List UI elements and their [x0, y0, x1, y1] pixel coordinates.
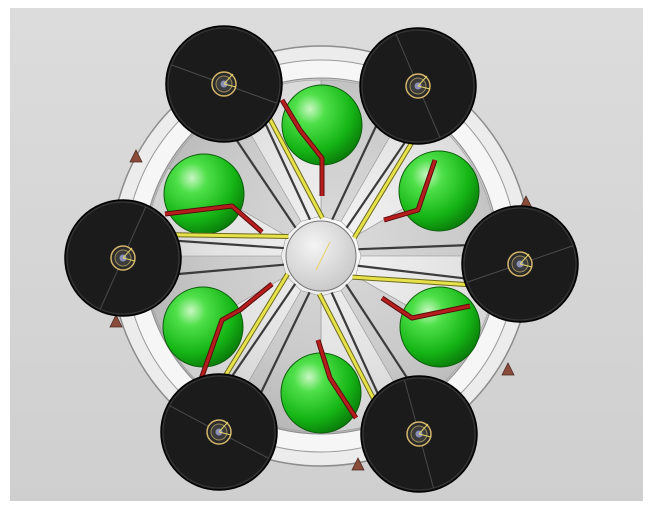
yellow-strut — [352, 275, 478, 287]
support-strut — [345, 134, 411, 229]
axis-marker — [519, 253, 530, 265]
propellant-tanks — [162, 84, 481, 434]
support-strut — [345, 283, 413, 386]
thruster-nozzle-rim — [361, 29, 475, 143]
support-strut — [358, 243, 474, 251]
yellow-strut — [263, 108, 324, 219]
thruster-nozzle-rim — [162, 375, 276, 489]
yellow-strut — [317, 293, 380, 409]
axis-marker — [218, 421, 229, 433]
yellow-strut — [218, 273, 289, 385]
thruster — [359, 27, 477, 145]
axis-marker — [417, 85, 431, 90]
propellant-tank — [162, 286, 244, 368]
feed-line — [198, 282, 273, 383]
support-strut — [256, 291, 311, 401]
mounting-bracket — [501, 362, 515, 376]
support-strut — [357, 264, 473, 281]
feed-line — [381, 296, 471, 320]
propellant-tank — [281, 84, 363, 166]
yellow-strut — [164, 233, 289, 238]
support-strut — [169, 239, 284, 250]
axis-marker — [218, 431, 232, 436]
thruster-nozzle-rim — [66, 201, 180, 315]
propellant-tank — [399, 286, 481, 368]
axis-marker — [418, 423, 429, 435]
support-struts — [164, 108, 478, 410]
support-strut — [231, 132, 297, 229]
propellant-tank — [280, 352, 362, 434]
thruster — [160, 373, 278, 491]
axis-marker — [519, 263, 533, 268]
feed-line — [316, 339, 358, 419]
feed-line — [280, 99, 324, 196]
propellant-tank — [398, 150, 480, 232]
central-hub — [285, 220, 357, 292]
axis-marker — [418, 433, 432, 438]
mounting-bracket — [109, 314, 123, 328]
thruster-nozzle-rim — [167, 27, 281, 141]
thruster — [64, 199, 182, 317]
hub-axis-marker — [315, 241, 331, 271]
mounting-bracket — [129, 149, 143, 163]
support-strut — [331, 117, 381, 221]
thruster-nozzle-rim — [463, 207, 577, 321]
thrusters — [64, 25, 579, 493]
axis-marker — [122, 247, 133, 259]
mounting-bracket — [351, 457, 365, 471]
axis-marker — [223, 73, 234, 85]
support-strut — [170, 263, 285, 276]
axis-marker — [417, 75, 428, 87]
thruster-nozzle-rim — [362, 377, 476, 491]
support-strut — [261, 115, 312, 221]
axis-marker — [223, 83, 237, 88]
propellant-tank — [163, 153, 245, 235]
axis-marker — [122, 257, 136, 262]
yellow-strut — [353, 133, 419, 239]
support-strut — [330, 292, 383, 402]
thruster — [461, 205, 579, 323]
ring-brackets — [109, 149, 533, 471]
feed-line — [164, 204, 263, 234]
feed-lines — [164, 98, 471, 420]
thruster — [165, 25, 283, 143]
feed-line — [383, 159, 437, 222]
thruster — [360, 375, 478, 493]
support-strut — [226, 283, 297, 384]
